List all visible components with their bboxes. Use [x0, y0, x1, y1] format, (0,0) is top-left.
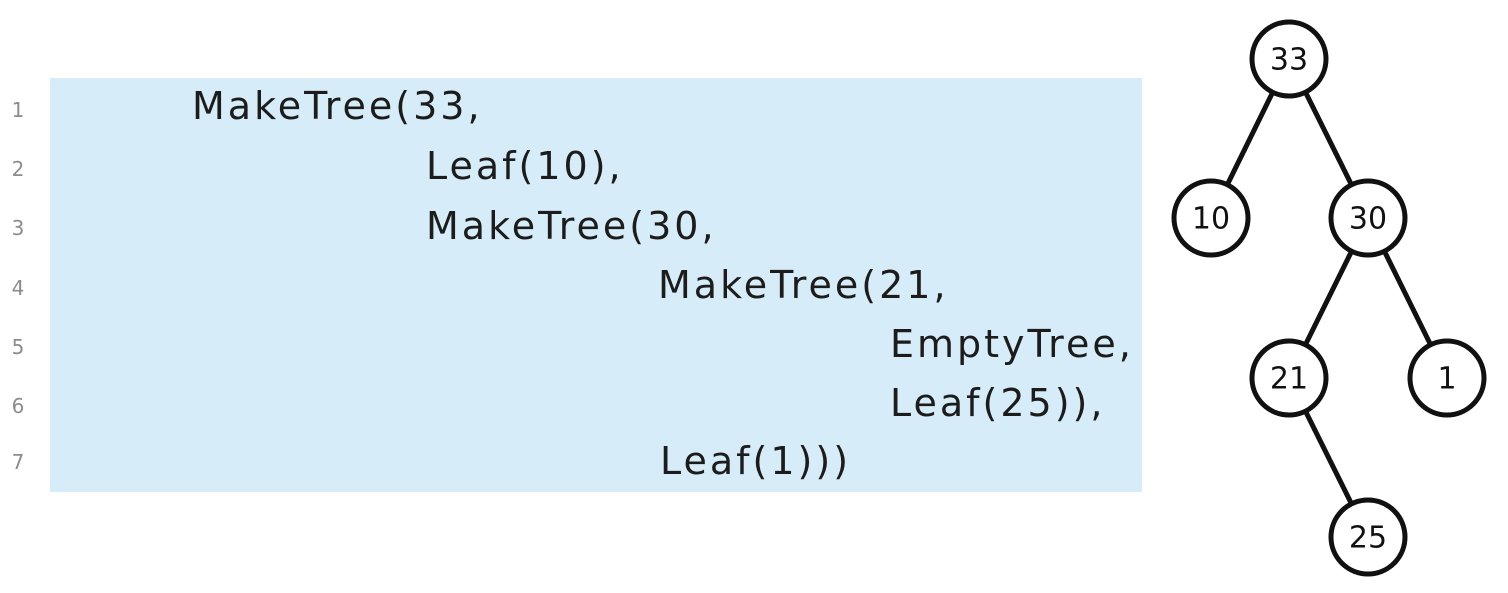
- tree-node-circle: [1407, 338, 1487, 418]
- tree-edge: [1382, 250, 1433, 346]
- code-line: Leaf(25)),: [890, 381, 1106, 425]
- tree-node: 1: [1407, 338, 1487, 418]
- code-line: Leaf(10),: [426, 144, 624, 188]
- tree-node: 10: [1171, 178, 1251, 258]
- line-number: 7: [11, 450, 25, 474]
- line-number: 5: [11, 335, 25, 359]
- tree-node: 30: [1328, 178, 1408, 258]
- tree-node: 21: [1249, 338, 1329, 418]
- line-number: 1: [11, 98, 25, 122]
- tree-edge: [1303, 91, 1354, 186]
- tree-node: 25: [1328, 497, 1408, 577]
- tree-node-label: 1: [1437, 362, 1456, 397]
- line-number: 4: [11, 276, 25, 300]
- tree-edge: [1225, 91, 1275, 186]
- code-line: Leaf(1))): [660, 439, 852, 483]
- tree-node-circle: [1328, 178, 1408, 258]
- tree-node-circle: [1249, 19, 1329, 99]
- line-number: 6: [11, 394, 25, 418]
- tree-node-label: 25: [1349, 521, 1387, 556]
- code-line: EmptyTree,: [890, 322, 1134, 366]
- tree-node-circle: [1328, 497, 1408, 577]
- code-block: [50, 78, 1142, 492]
- code-line: MakeTree(33,: [192, 84, 483, 128]
- tree-node-label: 33: [1270, 43, 1308, 78]
- line-number: 3: [11, 216, 25, 240]
- tree-node-label: 10: [1192, 202, 1230, 237]
- tree-node-circle: [1249, 338, 1329, 418]
- tree-node-circle: [1171, 178, 1251, 258]
- tree-node: 33: [1249, 19, 1329, 99]
- tree-edge: [1303, 250, 1354, 346]
- tree-node-label: 30: [1349, 202, 1387, 237]
- code-line: MakeTree(30,: [426, 204, 717, 248]
- tree-node-label: 21: [1270, 362, 1308, 397]
- tree-edge: [1303, 410, 1354, 505]
- line-number: 2: [11, 157, 25, 181]
- code-line: MakeTree(21,: [658, 263, 949, 307]
- tree-diagram: 33 10 30 21 1 25: [1171, 19, 1487, 577]
